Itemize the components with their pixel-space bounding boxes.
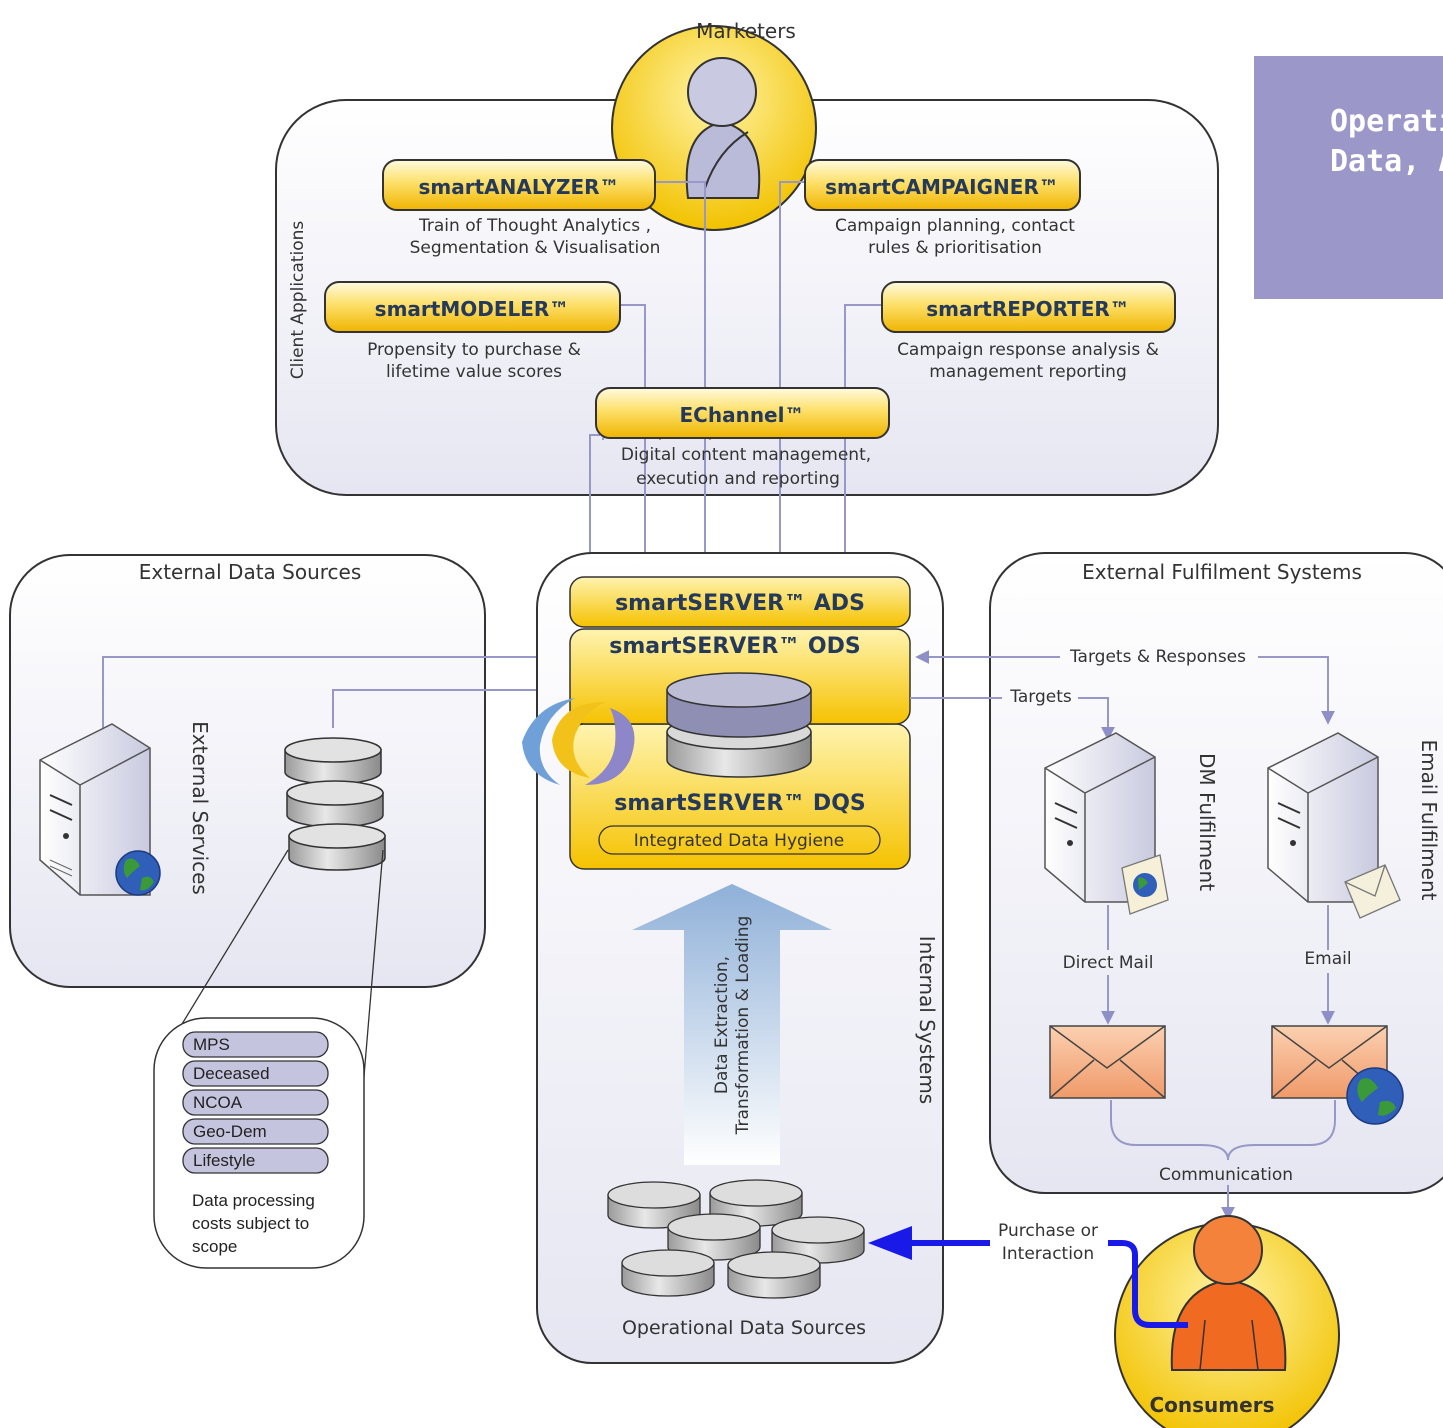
list-item <box>182 1031 329 1058</box>
targets-label: Targets <box>1009 687 1072 707</box>
data-hygiene-label: Integrated Data Hygiene <box>634 831 844 851</box>
echannel-desc-1: Digital content management, <box>621 445 871 465</box>
client-connection-lines <box>589 181 882 570</box>
purchase-label-1: Purchase or <box>998 1221 1098 1241</box>
etl-label-1: Data Extraction, <box>712 956 732 1094</box>
smartcampaigner-desc-1: Campaign planning, contact <box>835 216 1075 236</box>
targets-responses-label: Targets & Responses <box>1069 647 1246 667</box>
zoom-line-right <box>361 849 384 1101</box>
list-item-label: MPS <box>193 1035 230 1054</box>
list-item-label: Deceased <box>193 1064 270 1083</box>
list-item-label: Geo-Dem <box>193 1122 267 1141</box>
communication-label: Communication <box>1159 1165 1293 1185</box>
banner-line-1: Operational <box>1330 104 1443 139</box>
smartmodeler-pill[interactable] <box>324 281 621 333</box>
smartreporter-pill[interactable] <box>881 281 1176 333</box>
purchase-label-2: Interaction <box>1002 1244 1094 1264</box>
smartmodeler-desc-1: Propensity to purchase & <box>367 340 581 360</box>
direct-mail-envelope-icon <box>1049 1025 1166 1099</box>
data-services-list: MPS Deceased NCOA Geo-Dem Lifestyle <box>182 1031 329 1174</box>
fulfilment-arrows <box>910 650 1336 1221</box>
list-item-label: Lifestyle <box>193 1151 255 1170</box>
smartanalyzer-name: smartANALYZER™ <box>418 175 619 199</box>
globe-icon <box>115 850 161 896</box>
external-arrows <box>102 650 565 728</box>
direct-mail-label: Direct Mail <box>1063 953 1154 973</box>
echannel-pill[interactable] <box>595 387 890 439</box>
external-database-stack-icon <box>284 737 386 871</box>
external-services-label: External Services <box>188 721 212 895</box>
smartanalyzer-desc-1: Train of Thought Analytics , <box>418 216 651 236</box>
external-server-icon <box>39 723 151 896</box>
consumer-person-icon <box>1170 1215 1287 1371</box>
operational-data-sources-icon <box>607 1179 865 1299</box>
echannel-name: EChannel™ <box>680 403 805 427</box>
email-envelope-icon <box>1344 864 1401 919</box>
smartserver-ads[interactable] <box>569 576 911 628</box>
smartserver-ads-label: smartSERVER™ ADS <box>615 591 865 616</box>
list-item <box>182 1118 329 1145</box>
note-line-2: costs subject to <box>192 1214 309 1233</box>
smartreporter-desc-1: Campaign response analysis & <box>897 340 1159 360</box>
data-hygiene-badge <box>598 825 881 855</box>
list-item-label: NCOA <box>193 1093 243 1112</box>
note-line-3: scope <box>192 1237 237 1256</box>
ods-database-icon <box>666 672 812 778</box>
note-line-1: Data processing <box>192 1191 315 1210</box>
smartanalyzer-desc-2: Segmentation & Visualisation <box>410 238 661 258</box>
smartserver-dqs-label: smartSERVER™ DQS <box>614 791 866 816</box>
purchase-arrow <box>868 1226 1188 1328</box>
internal-systems-label: Internal Systems <box>915 936 939 1104</box>
globe-small-icon <box>1346 1067 1404 1125</box>
smartcampaigner-desc-2: rules & prioritisation <box>868 238 1042 258</box>
smartserver-ods-label: smartSERVER™ ODS <box>609 634 861 659</box>
email-label: Email <box>1304 949 1351 969</box>
marketer-person-icon <box>685 57 761 199</box>
smartcampaigner-name: smartCAMPAIGNER™ <box>825 175 1059 199</box>
client-applications-label: Client Applications <box>288 221 308 380</box>
email-fulfilment-label: Email Fulfilment <box>1417 740 1441 901</box>
operational-data-sources-label: Operational Data Sources <box>622 1317 866 1339</box>
smartanalyzer-pill[interactable] <box>382 159 656 211</box>
swirl-logo-icon <box>522 698 635 785</box>
title-banner: Operational Data, Analysis <box>1254 56 1443 299</box>
smartcampaigner-pill[interactable] <box>804 159 1081 211</box>
list-item <box>182 1060 329 1087</box>
smartreporter-name: smartREPORTER™ <box>926 297 1130 321</box>
dm-fulfilment-label: DM Fulfilment <box>1195 753 1219 891</box>
consumers-label: Consumers <box>1150 1393 1275 1417</box>
smartreporter-desc-2: management reporting <box>929 362 1127 382</box>
smartmodeler-name: smartMODELER™ <box>375 297 570 321</box>
external-fulfilment-title: External Fulfilment Systems <box>1082 560 1362 584</box>
smartmodeler-desc-2: lifetime value scores <box>386 362 562 382</box>
document-globe-icon <box>1121 854 1169 915</box>
list-item <box>182 1147 329 1174</box>
echannel-desc-2: execution and reporting <box>636 469 840 489</box>
external-data-sources-title: External Data Sources <box>139 560 362 584</box>
list-item <box>182 1089 329 1116</box>
etl-arrow <box>632 884 832 1165</box>
banner-line-2: Data, Analysis <box>1330 144 1443 179</box>
marketers-label: Marketers <box>696 19 796 43</box>
etl-label-2: Transformation & Loading <box>733 916 753 1136</box>
